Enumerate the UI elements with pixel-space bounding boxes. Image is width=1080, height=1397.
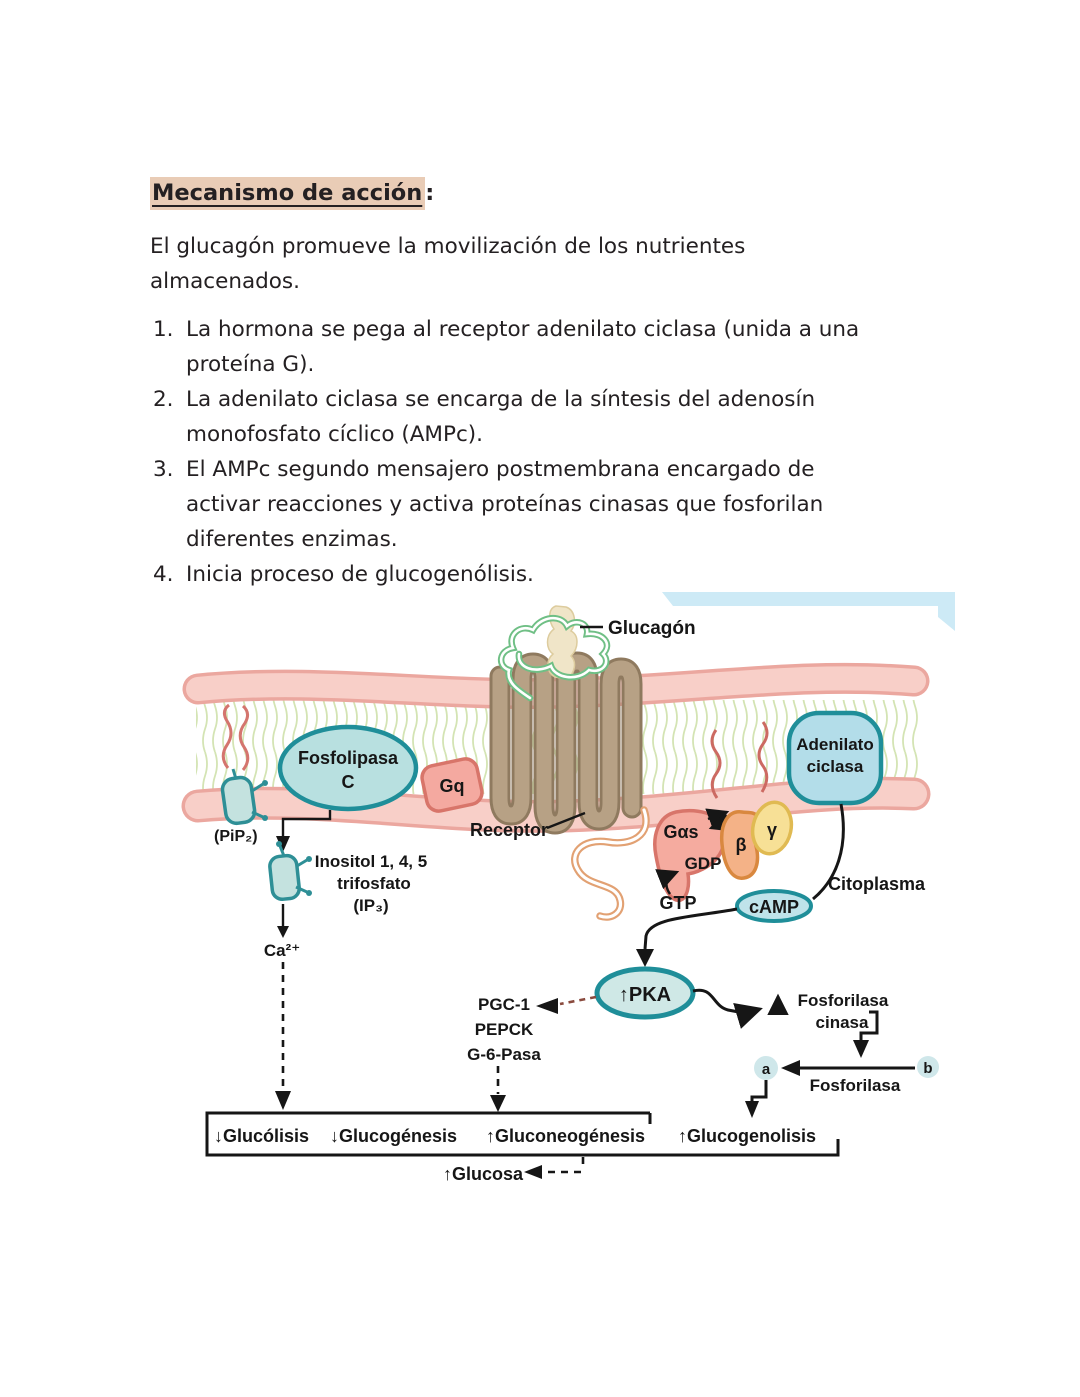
receptor-shape [489,651,643,835]
label-glucolisis: ↓Glucólisis [214,1126,309,1146]
pka-shape [594,966,696,1020]
label-glucosa: ↑Glucosa [443,1164,524,1184]
list-item-line: El AMPc segundo mensajero postmembrana e… [186,457,815,482]
label-a: a [762,1061,771,1078]
pip2-molecule [220,703,268,826]
label-trifosfato: trifosfato [337,874,411,893]
label-beta: β [736,835,747,855]
pip2-body [220,775,257,826]
label-gdp: GDP [685,854,722,873]
label-fosforilasa: Fosforilasa [810,1076,901,1095]
list-item-number: 1. [153,317,174,342]
label-g6pasa: G-6-Pasa [467,1045,541,1064]
list-item-line: diferentes enzimas. [186,527,398,552]
a-glucogenolisis-arrowhead [745,1101,759,1118]
fosforilasa-a-circle [754,1056,778,1080]
a-glucogenolisis-elbow [750,1080,768,1101]
intro-paragraph: El glucagón promueve la movilización de … [150,234,746,294]
label-ca: Ca²⁺ [264,941,300,960]
receptor-c-terminal-loop [571,806,650,921]
cinasa-elbow-line [859,1010,879,1040]
label-gas: Gαs [663,822,698,842]
list-item-line: Inicia proceso de glucogenólisis. [186,562,534,587]
g6pasa-arrowhead [490,1095,506,1112]
gtp-gdp-arrow [655,869,680,895]
label-pepck: PEPCK [475,1020,534,1039]
label-citoplasma: Citoplasma [828,874,926,894]
label-fosfolipasa: Fosfolipasa [298,748,399,768]
list-item: 3. El AMPc segundo mensajero postmembran… [150,452,898,557]
label-inositol: Inositol 1, 4, 5 [315,852,427,871]
page-title: Mecanismo de acción: [150,172,898,214]
label-ciclasa: ciclasa [807,757,864,776]
label-b: b [923,1060,932,1077]
pka-pgc1-dashed-line [559,995,597,1006]
camp-pka-arrowhead [636,949,654,967]
list-item: 1. La hormona se pega al receptor adenil… [150,312,898,382]
fosforilasa-b-circle [917,1056,939,1078]
plc-ip3-arrowhead [276,836,290,852]
pip2-tail [238,704,250,771]
label-gq: Gq [440,776,465,796]
list-item-line: proteína G). [186,352,315,377]
list-item: 4. Inicia proceso de glucogenólisis. [150,557,898,592]
list-item-line: monofosfato cíclico (AMPc). [186,422,483,447]
gamma-subunit-shape [750,800,794,856]
ip3-ca-arrowhead [277,926,289,938]
label-fosfolipasa-c: C [342,772,355,792]
highlighted-title: Mecanismo de acción [150,177,426,210]
gamma-anchor [757,721,769,793]
label-pka: ↑PKA [619,984,671,1006]
gq-protein-shape [420,757,484,813]
label-gamma: γ [767,820,777,840]
label-glucagon: Glucagón [608,618,696,639]
label-pip2: (PiP₂) [214,828,258,845]
glucagon-molecule [498,605,611,702]
label-fosforilasa-cinasa: Fosforilasa [798,991,889,1010]
blue-banner [662,592,955,631]
numbered-list: 1. La hormona se pega al receptor adenil… [150,312,898,592]
title-colon: : [425,180,435,206]
pka-fosforilasa-line [692,988,763,1029]
label-glucogenolisis: ↑Glucogenolisis [678,1126,816,1146]
list-item-line: La hormona se pega al receptor adenilato… [186,317,860,342]
list-item: 2. La adenilato ciclasa se encarga de la… [150,382,898,452]
camp-shape [735,889,813,923]
label-ip3: (IP₃) [353,896,388,915]
label-receptor: Receptor [470,820,548,840]
ip3-molecule [268,841,312,901]
glucosa-arrowhead [524,1165,542,1179]
camp-pka-line [643,907,738,950]
plc-ip3-elbow-line [281,810,332,836]
results-box [205,1111,840,1157]
label-adenilato: Adenilato [796,735,873,754]
list-item-line: activar reacciones y activa proteínas ci… [186,492,824,517]
gas-anchor [710,729,722,799]
pip2-tail [221,703,233,769]
label-glucogenesis: ↓Glucogénesis [330,1126,457,1146]
ip3-body [268,853,301,901]
label-gtp: GTP [659,893,696,913]
list-item-number: 4. [153,562,174,587]
label-pgc1: PGC-1 [478,995,530,1014]
pka-pgc1-arrowhead [536,998,558,1014]
list-item-number: 2. [153,387,174,412]
cinasa-arrowhead [853,1040,869,1058]
adenilato-ciclasa-shape [786,710,884,806]
receptor-pointer-line [546,811,586,830]
list-item-number: 3. [153,457,174,482]
ca-arrowhead [275,1091,291,1110]
fosfolipasa-c-shape [277,724,419,812]
adenilato-camp-line [812,803,845,901]
label-gluconeogenesis: ↑Gluconeogénesis [486,1126,645,1146]
b-a-arrowhead [781,1060,800,1076]
document-text: Mecanismo de acción: El glucagón promuev… [150,172,898,592]
label-cinasa: cinasa [816,1013,869,1032]
label-camp: cAMP [749,897,799,917]
list-item-line: La adenilato ciclasa se encarga de la sí… [186,387,816,412]
